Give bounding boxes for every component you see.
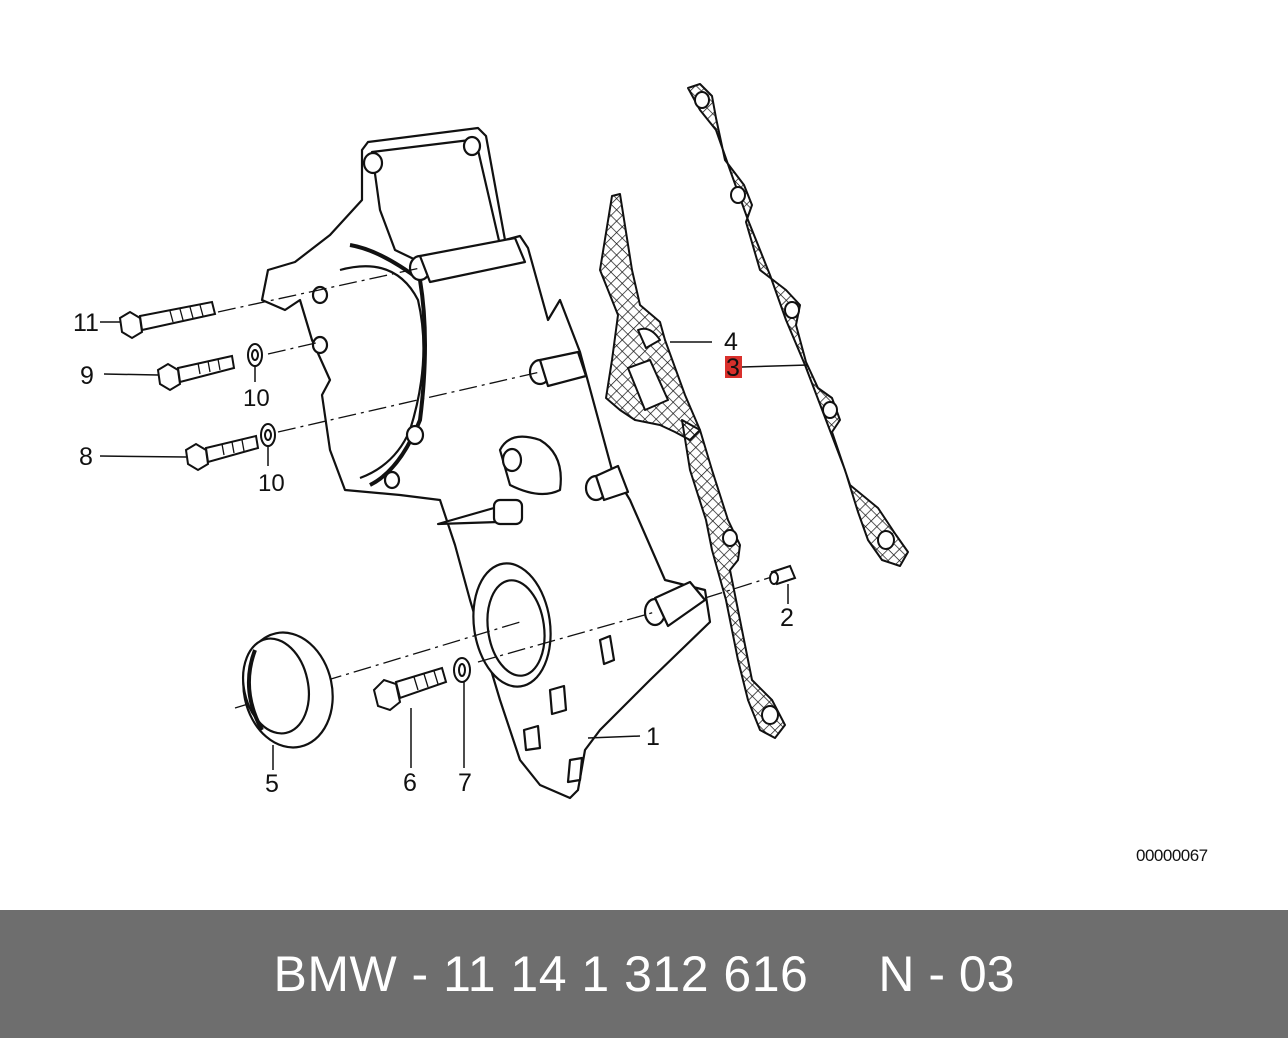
callout-8: 8 bbox=[79, 443, 93, 471]
callout-7: 7 bbox=[458, 769, 472, 797]
callout-9: 9 bbox=[80, 362, 94, 390]
callout-10-upper: 10 bbox=[243, 385, 270, 412]
callout-11: 11 bbox=[73, 309, 99, 337]
parts-diagram: 11 9 8 10 10 5 6 7 1 2 4 3 bbox=[73, 83, 909, 800]
diagram-reference-number: 00000067 bbox=[1136, 846, 1208, 865]
part-number: BMW - 11 14 1 312 616 bbox=[273, 946, 809, 1002]
callout-10-lower: 10 bbox=[258, 470, 285, 497]
variant-code: N - 03 bbox=[878, 946, 1015, 1002]
gasket-strip-right bbox=[687, 83, 909, 567]
bolt-6 bbox=[372, 666, 448, 712]
timing-case-cover bbox=[260, 126, 712, 800]
bolt-8 bbox=[184, 434, 260, 472]
radial-seal-5 bbox=[242, 631, 334, 749]
gasket-strip-lower bbox=[681, 419, 786, 739]
washer-7 bbox=[453, 657, 471, 683]
washer-10-upper bbox=[247, 343, 263, 367]
callout-1: 1 bbox=[646, 723, 660, 751]
callout-3-highlight bbox=[725, 356, 742, 378]
washer-10-lower bbox=[260, 423, 276, 447]
footer-bar: BMW - 11 14 1 312 616 N - 03 bbox=[0, 910, 1288, 1038]
callout-2: 2 bbox=[780, 604, 794, 632]
callout-5: 5 bbox=[265, 770, 279, 798]
callout-leader-lines bbox=[99, 321, 809, 770]
gasket-upper bbox=[599, 193, 701, 441]
dowel-sleeve-2 bbox=[769, 564, 797, 586]
callout-labels: 11 9 8 10 10 5 6 7 1 2 4 3 bbox=[73, 309, 794, 798]
callout-4: 4 bbox=[724, 328, 738, 356]
callout-3: 3 bbox=[726, 354, 740, 382]
bolt-9 bbox=[156, 354, 236, 392]
callout-6: 6 bbox=[403, 769, 417, 797]
assembly-axis-lines bbox=[217, 267, 779, 709]
bolt-11 bbox=[118, 300, 217, 340]
